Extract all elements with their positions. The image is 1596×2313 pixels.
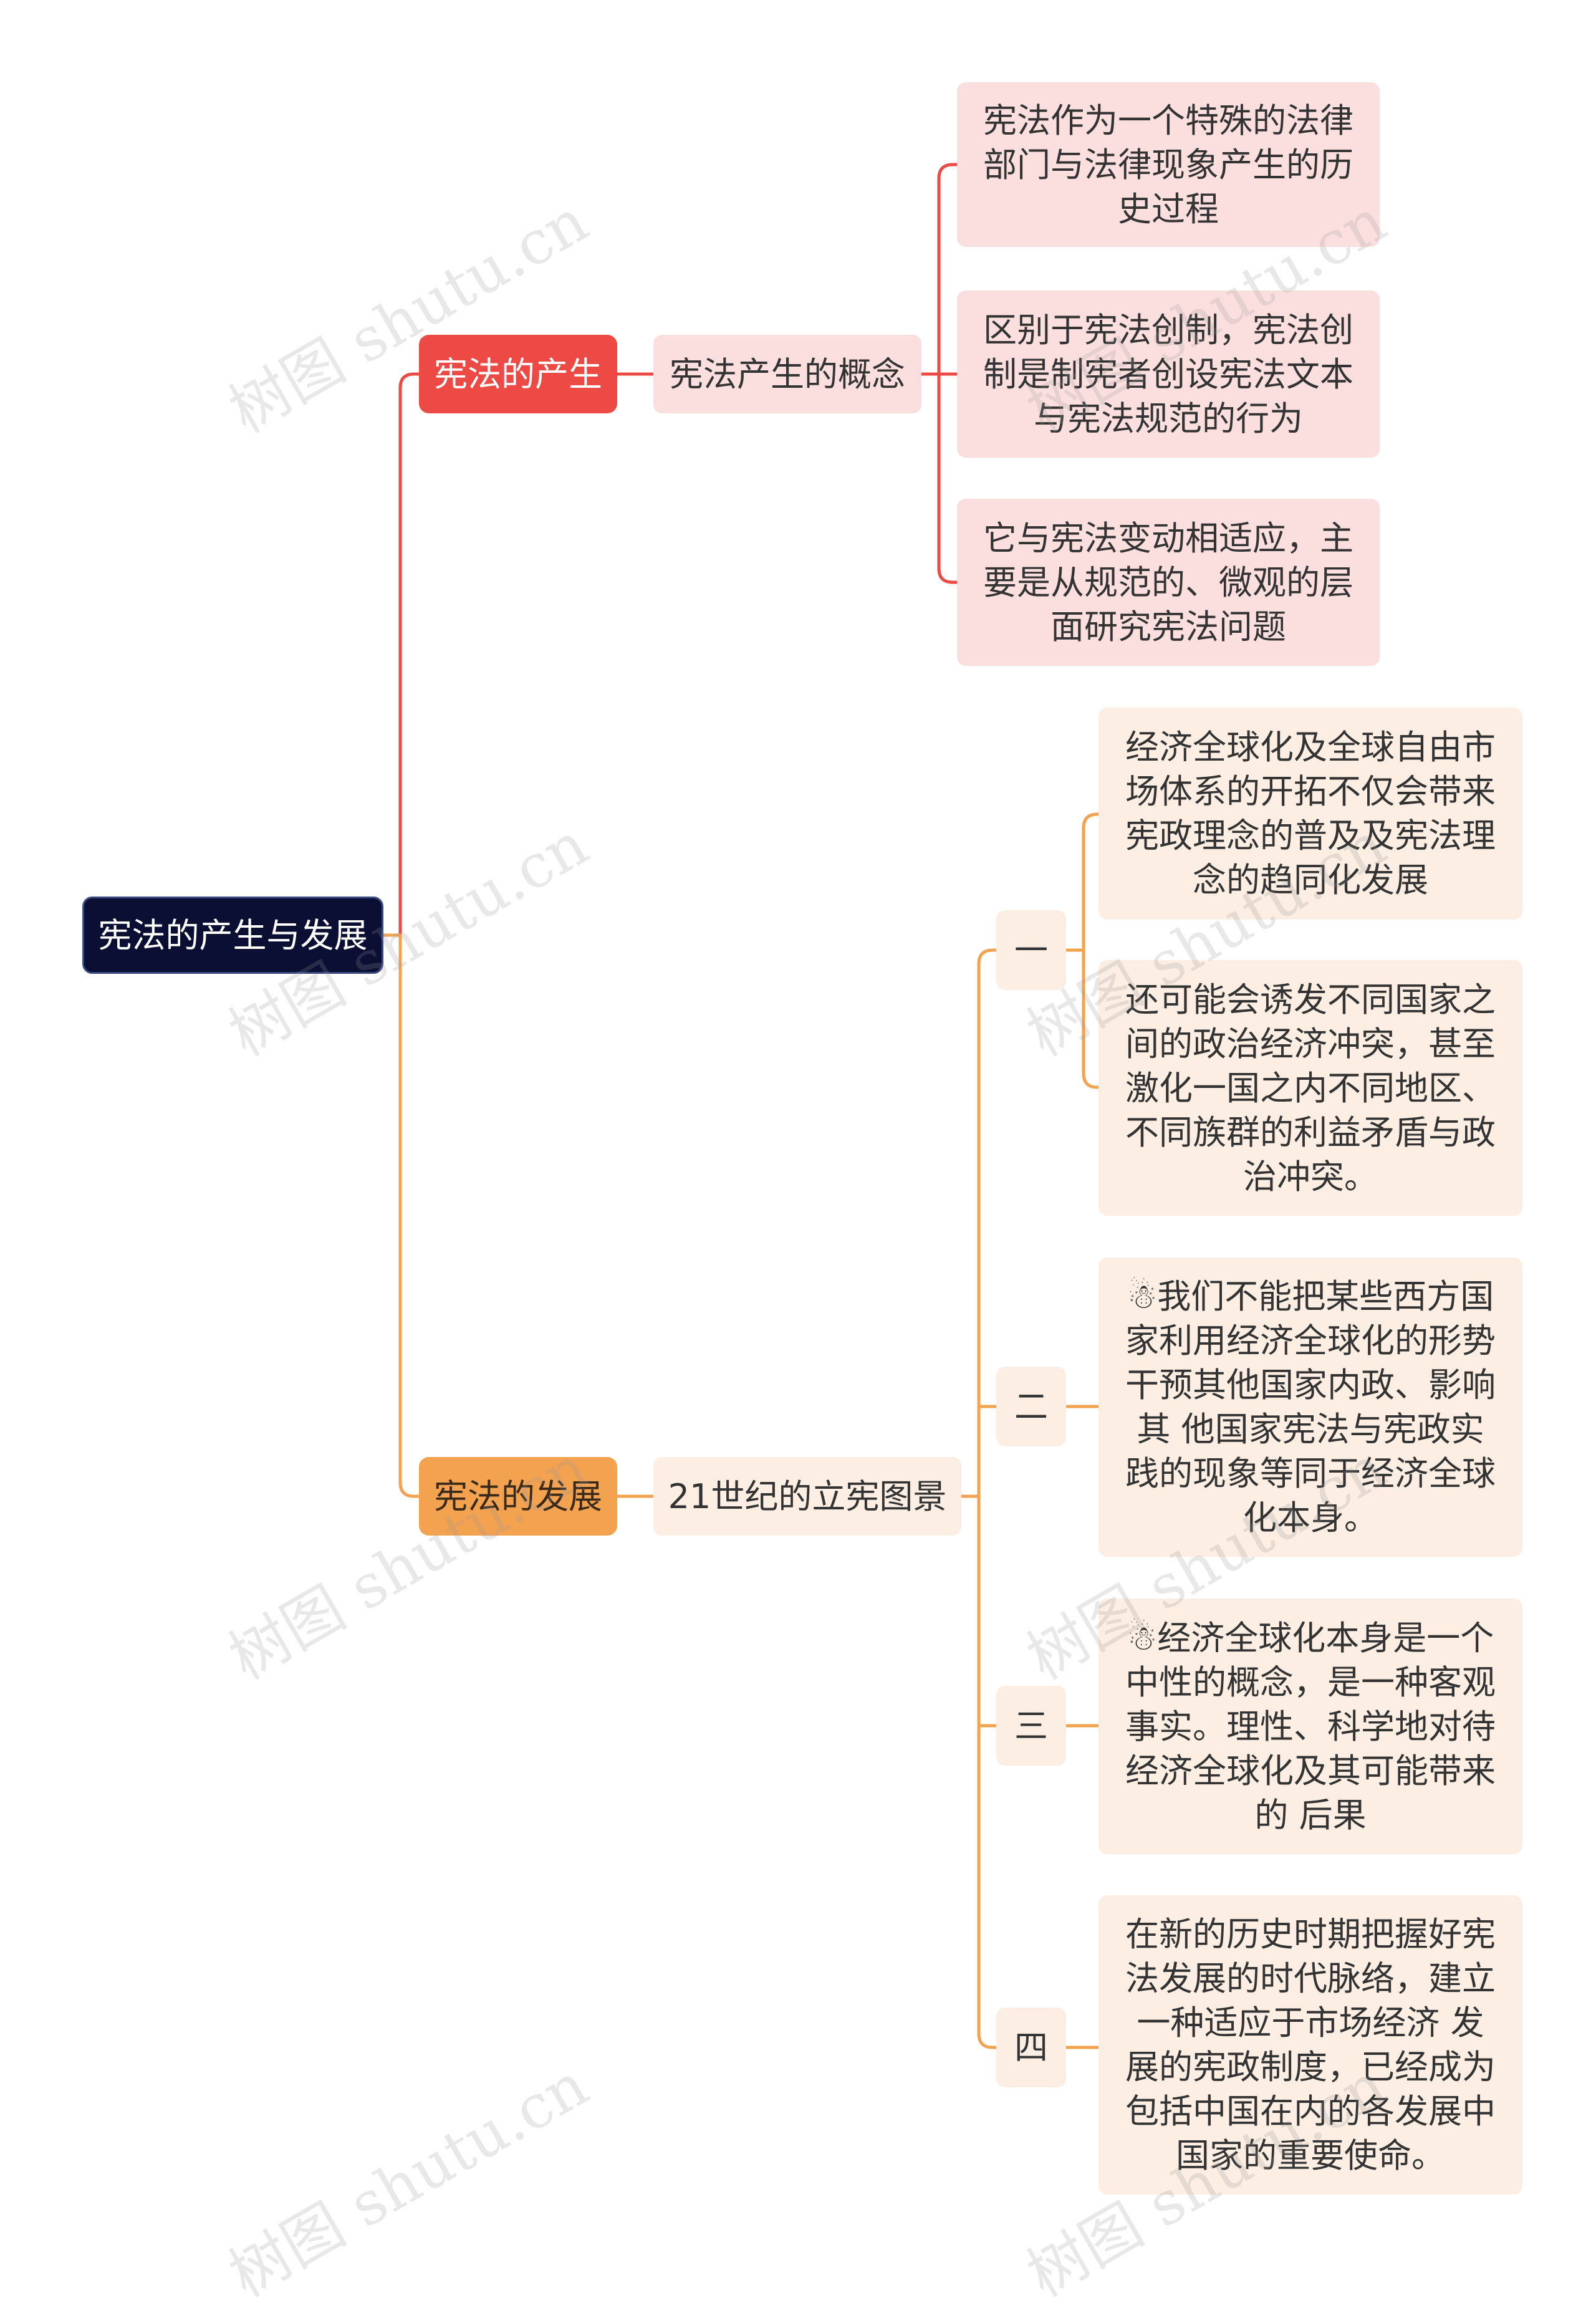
root-node[interactable]: 宪法的产生与发展 xyxy=(82,897,383,974)
group-node-3[interactable]: 三 xyxy=(996,1686,1066,1766)
branch-node-development[interactable]: 宪法的发展 xyxy=(419,1457,617,1536)
group-node-1[interactable]: 一 xyxy=(996,910,1066,990)
leaf-node-group1-1[interactable]: 经济全球化及全球自由市场体系的开拓不仅会带来宪政理念的普及及宪法理念的趋同化发展 xyxy=(1098,708,1522,920)
branch-node-origin[interactable]: 宪法的产生 xyxy=(419,335,617,413)
leaf-node-origin-2[interactable]: 区别于宪法创制，宪法创制是制宪者创设宪法文本与宪法规范的行为 xyxy=(957,291,1380,458)
leaf-node-group2-1[interactable]: ☃我们不能把某些西方国家利用经济全球化的形势干预其他国家内政、影响其 他国家宪法… xyxy=(1098,1257,1522,1557)
link-root-branch2 xyxy=(382,933,421,1498)
leaf-node-group4-1[interactable]: 在新的历史时期把握好宪法发展的时代脉络，建立一种适应于市场经济 发展的宪政制度，… xyxy=(1098,1895,1522,2195)
sub-node-origin-concept[interactable]: 宪法产生的概念 xyxy=(653,335,921,413)
link-group1-leaves xyxy=(1064,812,1100,1089)
link-child1-leaves xyxy=(920,163,959,584)
link-root-branch1 xyxy=(382,372,421,937)
group-node-2[interactable]: 二 xyxy=(996,1367,1066,1446)
leaf-node-group3-1[interactable]: ☃经济全球化本身是一个中性的概念，是一种客观事实。理性、科学地对待经济全球化及其… xyxy=(1098,1599,1522,1854)
link-child2-groups xyxy=(959,948,998,2049)
leaf-node-origin-3[interactable]: 它与宪法变动相适应，主要是从规范的、微观的层面研究宪法问题 xyxy=(957,499,1380,666)
leaf-node-origin-1[interactable]: 宪法作为一个特殊的法律部门与法律现象产生的历史过程 xyxy=(957,82,1380,247)
group-node-4[interactable]: 四 xyxy=(996,2008,1066,2087)
sub-node-21st-century[interactable]: 21世纪的立宪图景 xyxy=(653,1457,961,1536)
leaf-node-group1-2[interactable]: 还可能会诱发不同国家之间的政治经济冲突，甚至激化一国之内不同地区、不同族群的利益… xyxy=(1098,960,1522,1216)
